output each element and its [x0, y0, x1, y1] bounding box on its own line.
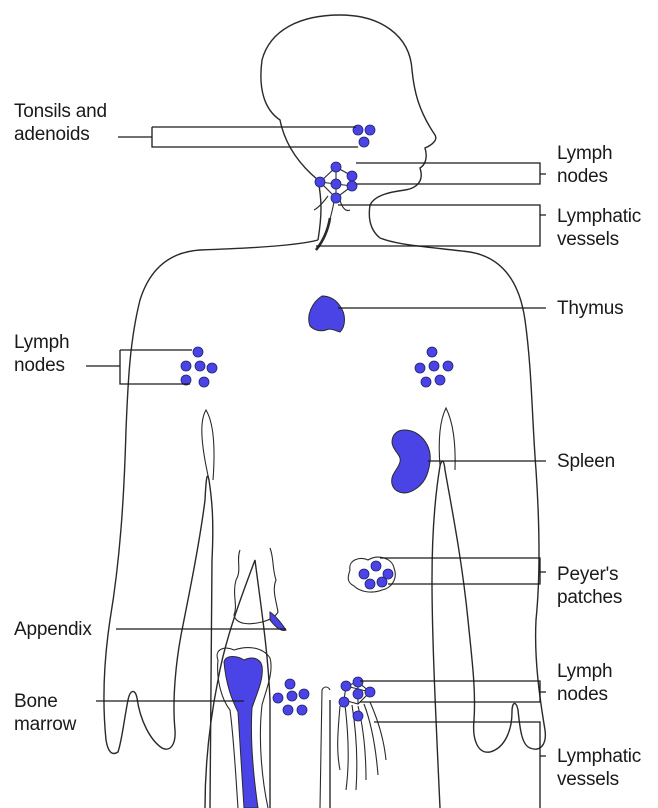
label-pointers	[86, 127, 546, 808]
label-spleen: Spleen	[557, 450, 615, 473]
label-lymphatic-vessels-neck: Lymphatic vessels	[557, 205, 641, 251]
right-armpit-nodes	[415, 347, 453, 387]
thymus	[309, 296, 345, 332]
label-lymph-nodes-groin: Lymph nodes	[557, 660, 612, 706]
peyers-patches	[359, 561, 393, 589]
spleen	[392, 430, 431, 493]
label-tonsils-and-adenoids: Tonsils and adenoids	[14, 100, 107, 146]
appendix	[270, 612, 286, 631]
label-peyers-patches: Peyer's patches	[557, 563, 622, 609]
tonsil-nodes	[353, 125, 375, 147]
label-lymphatic-vessels-groin: Lymphatic vessels	[557, 745, 641, 791]
pelvic-nodes	[273, 679, 309, 715]
label-appendix: Appendix	[14, 618, 92, 641]
label-lymph-nodes-armpit: Lymph nodes	[14, 331, 69, 377]
body-outline	[104, 15, 545, 808]
label-lymph-nodes-neck: Lymph nodes	[557, 142, 612, 188]
neck-vessel	[314, 196, 350, 250]
left-armpit-nodes	[181, 347, 217, 387]
label-bone-marrow: Bone marrow	[14, 690, 76, 736]
groin-lymph-nodes	[339, 677, 375, 721]
label-thymus: Thymus	[557, 297, 623, 320]
bone-marrow	[224, 657, 262, 808]
neck-lymph-nodes	[315, 162, 357, 203]
